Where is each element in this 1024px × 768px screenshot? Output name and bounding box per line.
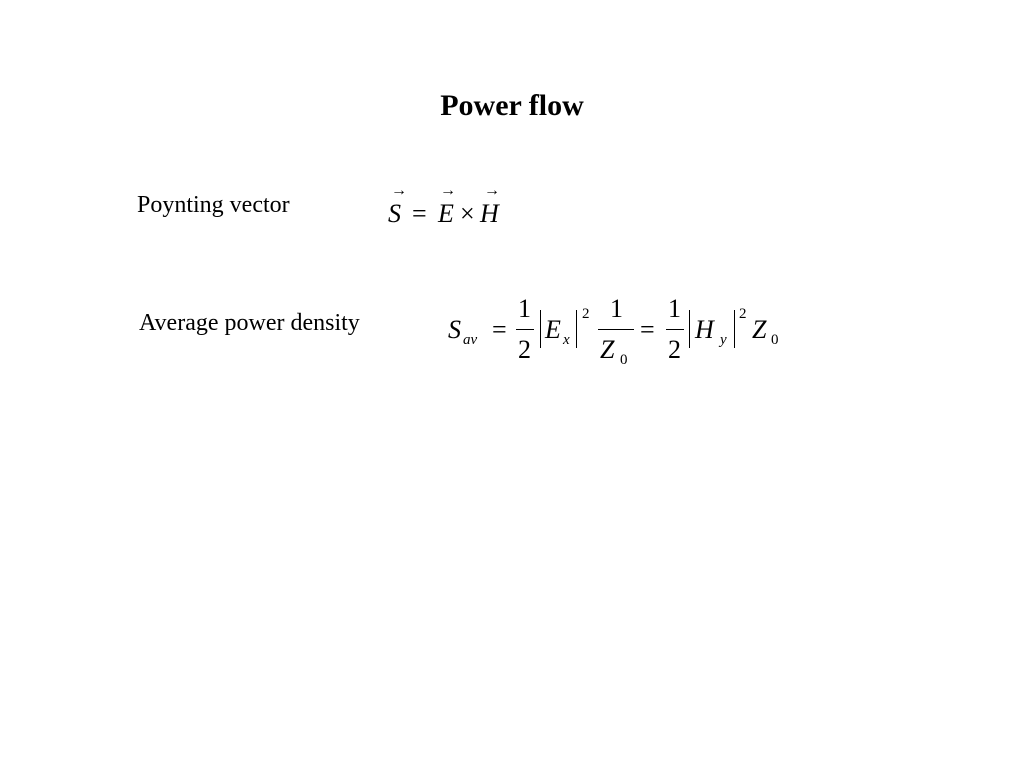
- fraction-1-numerator: 1: [518, 294, 531, 323]
- fraction-2-denominator: Z: [600, 335, 615, 364]
- fraction-3-numerator: 1: [668, 294, 681, 323]
- abs-bar-right-1: [576, 310, 577, 348]
- exponent-2: 2: [582, 306, 590, 322]
- fraction-1-denominator: 2: [518, 335, 531, 364]
- equals-sign-1: =: [492, 315, 507, 344]
- poynting-vector-equation: → S = → E × → H: [388, 183, 528, 231]
- subscript-av: av: [463, 332, 478, 348]
- average-power-density-label: Average power density: [139, 310, 360, 336]
- symbol-s: S: [388, 199, 401, 228]
- fraction-1-bar: [516, 329, 534, 330]
- symbol-h: H: [695, 315, 714, 344]
- vector-arrow-h: →: [484, 182, 500, 199]
- subscript-0: 0: [771, 332, 779, 348]
- abs-bar-right-2: [734, 310, 735, 348]
- symbol-h: H: [480, 199, 499, 228]
- fraction-3-bar: [666, 329, 684, 330]
- symbol-e: E: [545, 315, 561, 344]
- subscript-y: y: [720, 332, 727, 348]
- exponent-2: 2: [739, 306, 747, 322]
- cross-product-sign: ×: [460, 199, 475, 228]
- symbol-s: S: [448, 315, 461, 344]
- abs-bar-left-2: [689, 310, 690, 348]
- fraction-2-bar: [598, 329, 634, 330]
- equals-sign: =: [412, 199, 427, 228]
- slide-title: Power flow: [440, 89, 584, 122]
- vector-arrow-e: →: [440, 182, 456, 199]
- vector-arrow-s: →: [391, 182, 407, 199]
- average-power-density-equation: S av = 1 2 E x 2 1 Z 0 = 1 2 H y 2 Z 0: [448, 290, 808, 370]
- equals-sign-2: =: [640, 315, 655, 344]
- abs-bar-left-1: [540, 310, 541, 348]
- subscript-0: 0: [620, 352, 628, 368]
- symbol-e: E: [438, 199, 454, 228]
- poynting-vector-label: Poynting vector: [137, 192, 290, 218]
- symbol-z: Z: [752, 315, 767, 344]
- subscript-x: x: [563, 332, 570, 348]
- fraction-2-numerator: 1: [610, 294, 623, 323]
- fraction-3-denominator: 2: [668, 335, 681, 364]
